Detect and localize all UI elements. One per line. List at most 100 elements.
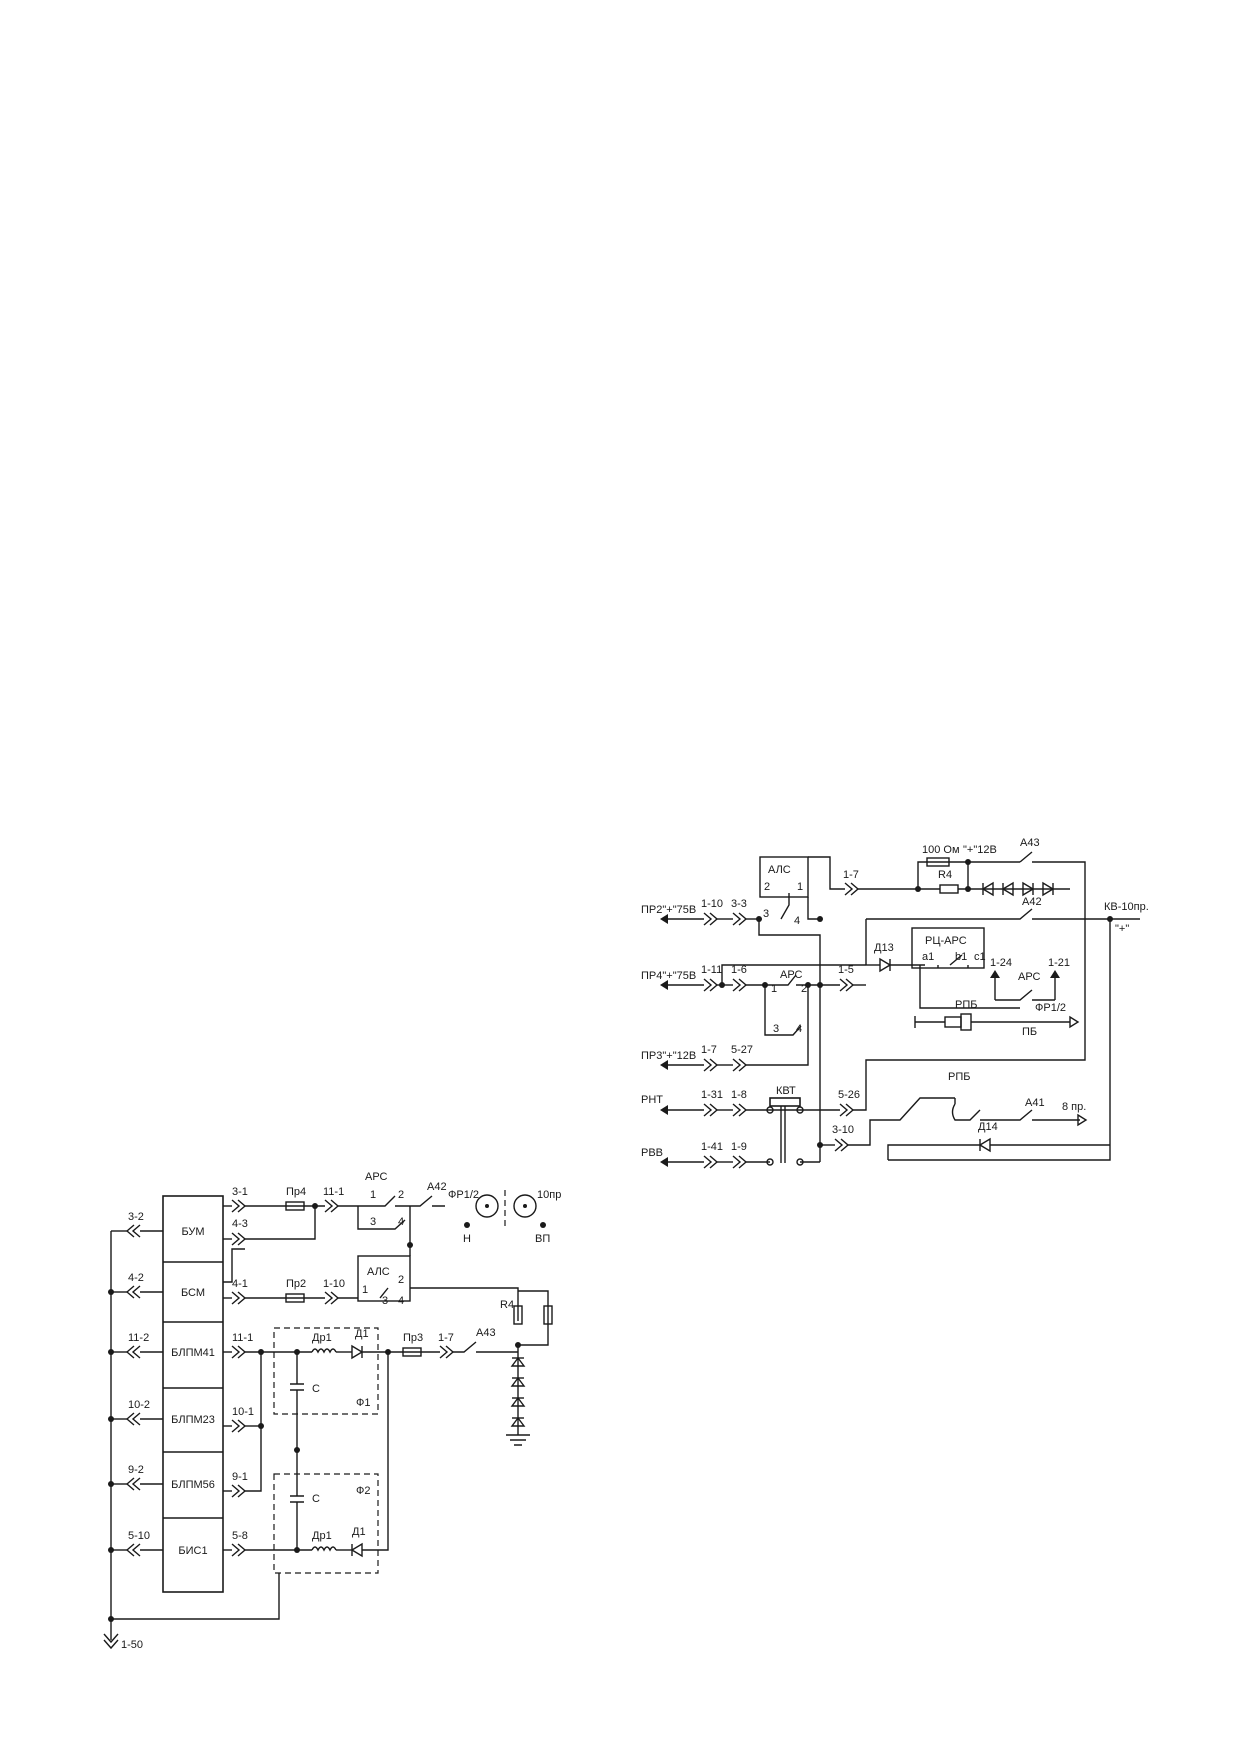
fuse-pr4: Пр4 xyxy=(286,1186,306,1198)
lamp-label: ФР1/2 xyxy=(448,1189,479,1201)
diode-d14: Д14 xyxy=(978,1121,998,1133)
svg-text:10-2: 10-2 xyxy=(128,1399,150,1411)
svg-text:Д1: Д1 xyxy=(352,1526,366,1538)
svg-text:1: 1 xyxy=(797,881,803,893)
svg-text:АЛС: АЛС xyxy=(768,864,791,876)
svg-text:11-1: 11-1 xyxy=(232,1332,253,1344)
svg-text:Д1: Д1 xyxy=(355,1328,369,1340)
svg-text:1-21: 1-21 xyxy=(1048,957,1070,969)
svg-text:a1: a1 xyxy=(922,951,934,963)
svg-text:3: 3 xyxy=(370,1216,376,1228)
block-bsm: БСМ xyxy=(181,1287,205,1299)
svg-text:10пр: 10пр xyxy=(537,1189,561,1201)
svg-text:4: 4 xyxy=(794,915,800,927)
relay-als-right xyxy=(759,856,809,898)
svg-text:3-1: 3-1 xyxy=(232,1186,248,1198)
svg-text:1-10: 1-10 xyxy=(701,898,723,910)
svg-text:1-6: 1-6 xyxy=(731,964,747,976)
svg-text:Др1: Др1 xyxy=(312,1332,332,1344)
svg-text:1-5: 1-5 xyxy=(838,964,854,976)
svg-text:3-2: 3-2 xyxy=(128,1211,144,1223)
svg-text:11-2: 11-2 xyxy=(128,1332,149,1344)
relay-rpb2: РПБ xyxy=(948,1071,970,1083)
output-8pr: 8 пр. xyxy=(1062,1101,1086,1113)
block-bis1: БИС1 xyxy=(178,1545,207,1557)
supply-12v: "+"12В xyxy=(963,844,997,856)
switch-a42: А42 xyxy=(427,1181,447,1193)
switch-a43-right: А43 xyxy=(1020,837,1040,849)
relay-ars2: АРС xyxy=(1018,971,1041,983)
svg-text:4: 4 xyxy=(398,1216,404,1228)
lamp-right-icon xyxy=(513,1194,537,1218)
svg-text:4-3: 4-3 xyxy=(232,1218,248,1230)
svg-text:3-10: 3-10 xyxy=(832,1124,854,1136)
svg-text:c1: c1 xyxy=(974,951,986,963)
svg-text:КВТ: КВТ xyxy=(776,1085,796,1097)
relay-rpb: РПБ xyxy=(955,999,977,1011)
svg-text:1: 1 xyxy=(370,1189,376,1201)
svg-text:2: 2 xyxy=(764,881,770,893)
switch-a42-right: А42 xyxy=(1022,896,1042,908)
svg-text:1-7: 1-7 xyxy=(438,1332,454,1344)
svg-text:1-24: 1-24 xyxy=(990,957,1012,969)
svg-text:5-10: 5-10 xyxy=(128,1530,150,1542)
svg-text:Н: Н xyxy=(463,1233,471,1245)
svg-text:1: 1 xyxy=(771,983,777,995)
svg-text:5-8: 5-8 xyxy=(232,1530,248,1542)
svg-text:3-3: 3-3 xyxy=(731,898,747,910)
svg-text:11-1: 11-1 xyxy=(323,1186,344,1198)
resistor-r4: R4 xyxy=(500,1299,514,1311)
filter-f2 xyxy=(273,1473,379,1574)
filter-f1 xyxy=(273,1327,379,1415)
svg-text:4: 4 xyxy=(398,1295,404,1307)
svg-text:1-9: 1-9 xyxy=(731,1141,747,1153)
svg-text:Ф2: Ф2 xyxy=(356,1485,370,1497)
input-pr3: ПР3"+"12В xyxy=(641,1050,696,1062)
block-bum: БУМ xyxy=(181,1226,204,1238)
svg-text:b1: b1 xyxy=(955,951,967,963)
svg-text:С: С xyxy=(312,1493,320,1505)
bus-connector: 5-10 xyxy=(108,1530,163,1557)
resistor-r4-right: R4 xyxy=(938,869,952,881)
bus-connector: 9-2 xyxy=(108,1464,163,1491)
relay-als-box xyxy=(357,1255,411,1302)
svg-text:"+": "+" xyxy=(1115,923,1129,935)
svg-text:10-1: 10-1 xyxy=(232,1406,254,1418)
relay-ars-label: АРС xyxy=(365,1171,388,1183)
svg-text:4-2: 4-2 xyxy=(128,1272,144,1284)
svg-text:1-7: 1-7 xyxy=(843,869,859,881)
block-blpm41: БЛПМ41 xyxy=(171,1347,215,1359)
fuse-pr3: Пр3 xyxy=(403,1332,423,1344)
svg-text:1-11: 1-11 xyxy=(701,964,722,976)
ground-connector-label: 1-50 xyxy=(121,1639,143,1651)
relay-als-label: АЛС xyxy=(367,1266,390,1278)
input-pr2: ПР2"+"75В xyxy=(641,904,696,916)
relay-rc-ars xyxy=(911,927,985,969)
resistor-100om: 100 Ом xyxy=(922,844,960,856)
svg-text:1-41: 1-41 xyxy=(701,1141,723,1153)
output-kv10: КВ-10пр. xyxy=(1104,901,1149,913)
svg-text:5-27: 5-27 xyxy=(731,1044,753,1056)
svg-text:5-26: 5-26 xyxy=(838,1089,860,1101)
svg-text:РЦ-АРС: РЦ-АРС xyxy=(925,935,967,947)
svg-text:1-31: 1-31 xyxy=(701,1089,723,1101)
svg-text:3: 3 xyxy=(382,1295,388,1307)
diode-d13: Д13 xyxy=(874,942,894,954)
svg-text:2: 2 xyxy=(398,1274,404,1286)
input-pr4: ПР4"+"75В xyxy=(641,970,696,982)
svg-text:ВП: ВП xyxy=(535,1233,550,1245)
svg-text:1-7: 1-7 xyxy=(701,1044,717,1056)
switch-a43: А43 xyxy=(476,1327,496,1339)
svg-text:3: 3 xyxy=(773,1023,779,1035)
svg-text:Др1: Др1 xyxy=(312,1530,332,1542)
block-blpm23: БЛПМ23 xyxy=(171,1414,215,1426)
right-schematic: ПР2"+"75В 1-10 3-3 АЛС 2 1 3 4 1-7 100 О… xyxy=(641,837,1149,1169)
fuse-pr2: Пр2 xyxy=(286,1278,306,1290)
bus-connector: 3-2 xyxy=(111,1211,163,1238)
switch-a41: А41 xyxy=(1025,1097,1045,1109)
input-rvv: РВВ xyxy=(641,1147,663,1159)
bus-connector: 11-2 xyxy=(108,1332,163,1359)
output-pb: ПБ xyxy=(1022,1026,1037,1038)
svg-text:3: 3 xyxy=(763,908,769,920)
